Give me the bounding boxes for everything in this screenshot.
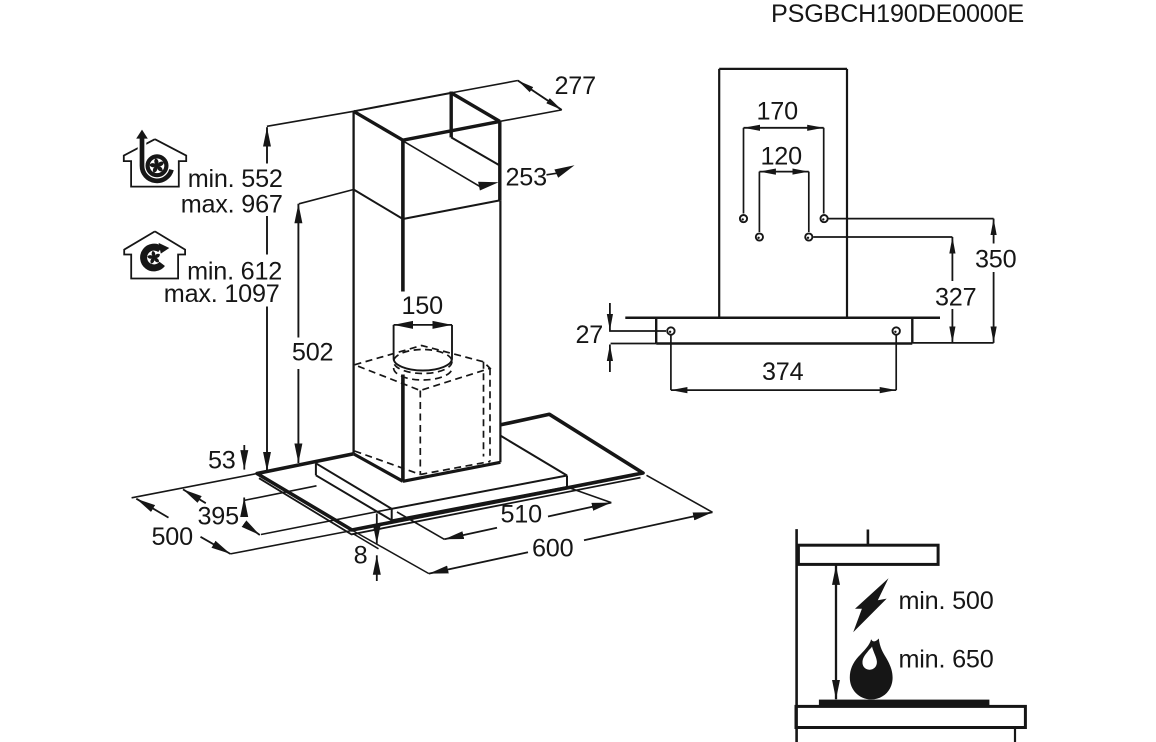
svg-text:395: 395	[198, 503, 239, 531]
svg-text:350: 350	[975, 246, 1017, 274]
svg-text:150: 150	[402, 292, 444, 320]
svg-text:327: 327	[935, 284, 976, 312]
svg-text:min. 612: min. 612	[187, 257, 282, 285]
svg-text:PSGBCH190DE0000E: PSGBCH190DE0000E	[771, 0, 1024, 28]
svg-text:120: 120	[761, 143, 803, 171]
svg-text:253: 253	[506, 164, 547, 192]
svg-text:53: 53	[208, 447, 236, 475]
svg-text:502: 502	[292, 339, 333, 367]
svg-text:min. 552: min. 552	[188, 165, 283, 193]
svg-text:max. 967: max. 967	[181, 191, 283, 219]
svg-text:277: 277	[555, 72, 596, 100]
svg-text:min. 500: min. 500	[899, 587, 994, 615]
svg-text:min. 650: min. 650	[899, 646, 994, 674]
svg-text:8: 8	[354, 542, 368, 570]
svg-text:374: 374	[762, 358, 804, 386]
svg-text:600: 600	[532, 535, 574, 563]
svg-text:max. 1097: max. 1097	[164, 280, 280, 308]
svg-text:27: 27	[576, 321, 604, 349]
svg-text:170: 170	[757, 98, 799, 126]
svg-text:500: 500	[152, 523, 194, 551]
svg-text:510: 510	[501, 501, 543, 529]
